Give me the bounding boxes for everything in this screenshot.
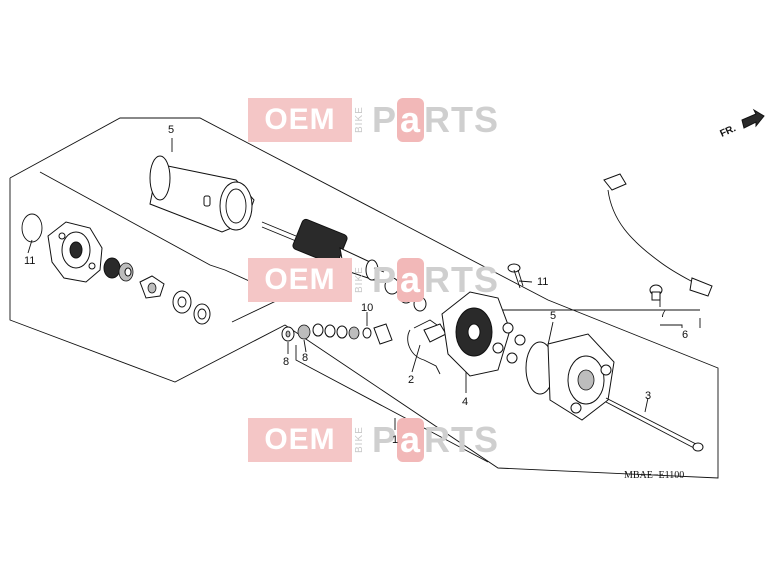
watermark-bike: BIKE <box>354 106 365 134</box>
nut-10 <box>362 327 372 339</box>
watermark-top: OEM BIKE PaRTS <box>248 98 528 142</box>
callout-8-right[interactable]: 8 <box>302 352 309 364</box>
terminal-parts <box>492 322 526 364</box>
bolt-7 <box>649 284 663 301</box>
main-assembly-frame <box>9 117 719 479</box>
watermark-oem: OEM <box>248 258 352 302</box>
callout-5-rear[interactable]: 5 <box>550 310 557 322</box>
watermark-parts: PaRTS <box>372 418 500 462</box>
screw-11 <box>507 263 524 289</box>
insulator <box>373 323 393 345</box>
callout-1[interactable]: 1 <box>392 434 399 446</box>
watermark-bike: BIKE <box>354 426 365 454</box>
callout-4[interactable]: 4 <box>462 396 469 408</box>
callout-2[interactable]: 2 <box>408 374 415 386</box>
watermark-middle: OEM BIKE PaRTS <box>248 258 528 302</box>
callout-9[interactable]: 11 <box>24 255 36 267</box>
watermark-oem: OEM <box>248 98 352 142</box>
shim-washer <box>172 290 192 314</box>
lock-washer <box>139 275 165 299</box>
callout-6[interactable]: 6 <box>682 329 689 341</box>
nut-8-right <box>297 324 311 340</box>
callout-3[interactable]: 3 <box>645 390 652 402</box>
callout-10[interactable]: 10 <box>361 302 374 314</box>
callout-7[interactable]: 7 <box>660 308 667 320</box>
o-ring-9 <box>21 213 43 243</box>
thrust-washer <box>193 303 211 325</box>
front-arrow-icon <box>741 108 765 129</box>
rear-cover <box>547 333 615 421</box>
watermark-bottom: OEM BIKE PaRTS <box>248 418 528 462</box>
nut-8-left <box>281 326 295 342</box>
brush-spring-2 <box>407 319 447 375</box>
motor-case <box>149 155 255 233</box>
through-bolt-3 <box>605 397 704 452</box>
callout-5-case[interactable]: 5 <box>168 124 175 136</box>
watermark-oem: OEM <box>248 418 352 462</box>
bearing-and-seal <box>103 257 134 282</box>
watermark-parts: PaRTS <box>372 258 500 302</box>
watermark-bike: BIKE <box>354 266 365 294</box>
starter-cable-6 <box>603 173 713 297</box>
brush-holder-4 <box>441 291 511 377</box>
watermark-parts: PaRTS <box>372 98 500 142</box>
diagram-code: MBAE−E1100 <box>624 470 685 481</box>
front-cover <box>47 221 103 283</box>
callout-11[interactable]: 11 <box>537 276 549 288</box>
callout-8-left[interactable]: 8 <box>283 356 290 368</box>
